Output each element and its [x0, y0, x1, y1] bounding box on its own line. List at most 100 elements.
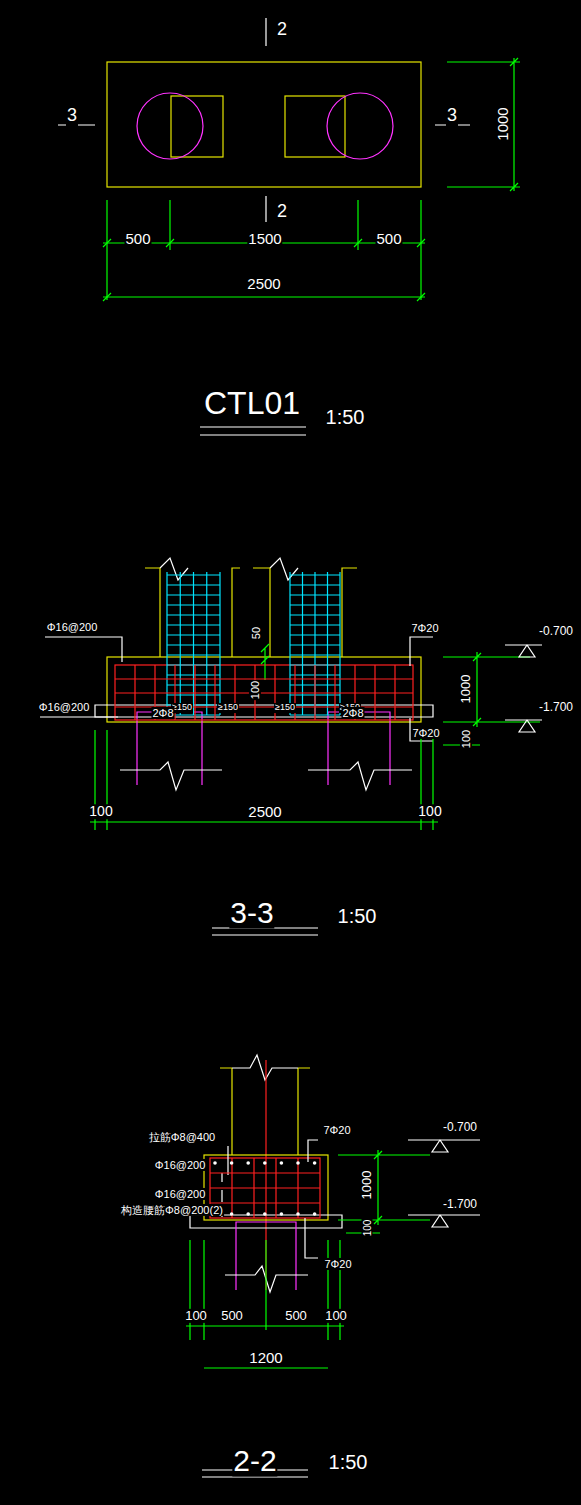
- rebar: [290, 574, 340, 575]
- rebar: [210, 1172, 320, 1173]
- bar-dot: [263, 1161, 267, 1165]
- drawing-label: -0.700: [442, 1121, 478, 1134]
- drawing-label: -0.700: [538, 625, 574, 638]
- line-work: [120, 762, 412, 790]
- line-work: [327, 93, 393, 159]
- drawing-label: 100: [184, 1309, 208, 1323]
- rebar: [290, 624, 340, 625]
- section-3-3: [40, 558, 542, 935]
- rebar: [167, 584, 220, 585]
- rebar: [290, 644, 340, 645]
- drawing-label: 构造腰筋Φ8@200(2): [120, 1204, 224, 1216]
- drawing-label: 500: [375, 231, 402, 248]
- drawing-label: 100: [249, 680, 261, 700]
- line-work: [505, 645, 542, 732]
- drawing-label: 100: [362, 1219, 373, 1238]
- drawing-label: 拉筋Φ8@400: [148, 1131, 216, 1143]
- rebar-grid: [115, 572, 413, 1218]
- rebar: [210, 1187, 320, 1188]
- drawing-label: 2-2: [232, 1444, 277, 1477]
- line-work: [171, 96, 223, 157]
- line-work: [95, 705, 433, 717]
- line-work: [58, 18, 470, 222]
- line-work: [107, 62, 421, 187]
- line-work: [103, 239, 425, 301]
- line-work: [210, 1158, 320, 1218]
- line-work: [137, 93, 203, 159]
- drawing-label: 7Φ20: [410, 622, 439, 634]
- drawing-label: Φ16@200: [154, 1159, 207, 1171]
- drawing-label: 2500: [247, 804, 282, 821]
- rebar: [167, 594, 220, 595]
- bar-dot: [246, 1161, 250, 1165]
- drawing-label: 500: [220, 1309, 244, 1323]
- drawing-label: Φ16@200: [154, 1188, 207, 1200]
- line-work: [408, 1140, 480, 1227]
- bar-dot: [213, 1161, 217, 1165]
- drawing-label: ≥150: [274, 703, 296, 713]
- drawing-label: 2500: [246, 276, 281, 293]
- rebar: [167, 604, 220, 605]
- drawing-label: Φ16@200: [38, 701, 91, 713]
- line-work: [145, 568, 357, 657]
- drawing-label: 1500: [247, 231, 282, 248]
- line-work: [212, 928, 318, 935]
- drawing-label: 3: [446, 106, 458, 126]
- rebar: [167, 634, 220, 635]
- rebar: [167, 644, 220, 645]
- drawing-label: -1.700: [538, 701, 574, 714]
- line-work: [338, 1150, 430, 1233]
- rebar: [290, 634, 340, 635]
- rebar: [115, 678, 413, 679]
- bar-dot: [313, 1212, 317, 1216]
- line-work: [90, 730, 438, 830]
- drawing-label: 500: [124, 231, 151, 248]
- rebar: [290, 594, 340, 595]
- drawing-label: CTL01: [203, 386, 301, 421]
- drawing-label: 1200: [248, 1350, 283, 1367]
- rebar: [290, 604, 340, 605]
- bar-dot: [246, 1212, 250, 1216]
- line-work: [232, 1055, 298, 1080]
- drawing-label: 2: [276, 20, 288, 40]
- line-work: [103, 200, 425, 300]
- line-work: [137, 712, 390, 785]
- drawing-label: 100: [460, 729, 472, 749]
- rebar: [290, 584, 340, 585]
- drawing-label: 7Φ20: [411, 727, 440, 739]
- rebar: [167, 624, 220, 625]
- line-work: [261, 644, 269, 680]
- rebar: [115, 692, 413, 693]
- rebar: [290, 654, 340, 655]
- line-work: [443, 652, 540, 745]
- bar-dot: [296, 1161, 300, 1165]
- bar-dot: [296, 1212, 300, 1216]
- bar-dot: [313, 1161, 317, 1165]
- line-work: [222, 1140, 318, 1258]
- drawing-label: 1:50: [328, 1451, 369, 1473]
- plan-view: [58, 18, 520, 435]
- drawing-label: 3: [66, 106, 78, 126]
- bar-dot: [280, 1161, 284, 1165]
- drawing-label: 2: [276, 202, 288, 222]
- line-work: [40, 637, 433, 741]
- rebar: [210, 1202, 320, 1203]
- drawing-label: 1000: [360, 1170, 374, 1201]
- line-work: [186, 1240, 344, 1368]
- drawing-label: 1000: [495, 106, 512, 141]
- bar-dot: [280, 1212, 284, 1216]
- bar-dot: [230, 1212, 234, 1216]
- drawing-label: 50: [250, 626, 262, 640]
- drawing-label: 7Φ20: [323, 1258, 352, 1270]
- section-2-2: [186, 1055, 480, 1477]
- bar-dot: [230, 1161, 234, 1165]
- bar-dot: [263, 1212, 267, 1216]
- rebar: [167, 614, 220, 615]
- drawing-label: Φ16@200: [46, 621, 99, 633]
- rebar: [167, 574, 220, 575]
- drawing-label: 3-3: [229, 896, 274, 929]
- drawing-label: 500: [284, 1309, 308, 1323]
- rebar: [290, 614, 340, 615]
- drawing-label: 100: [417, 804, 442, 819]
